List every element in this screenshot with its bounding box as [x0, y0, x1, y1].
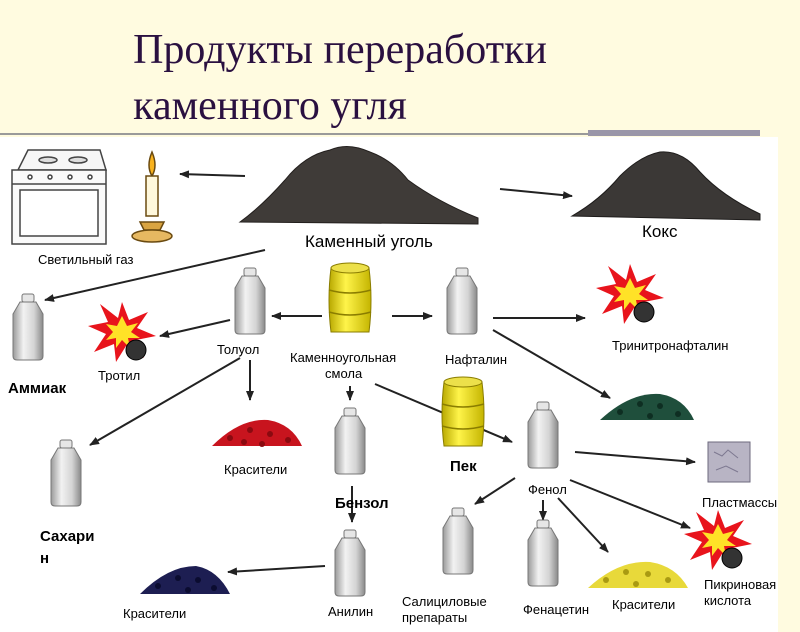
title-line-2: каменного угля — [133, 83, 407, 129]
label-coke: Кокс — [642, 222, 678, 241]
label-pitch: Пек — [450, 458, 477, 475]
ammonia-bottle — [12, 293, 44, 361]
label-benzene: Бензол — [335, 495, 389, 512]
label-salicyl-1: Салициловые — [402, 594, 487, 609]
salicyl-bottle — [442, 507, 474, 575]
label-salicyl-2: препараты — [402, 610, 468, 625]
gas-stove — [11, 149, 108, 245]
title-line-1: Продукты переработки — [133, 27, 547, 73]
label-picric-1: Пикриновая — [704, 577, 777, 592]
label-naphthalene: Нафталин — [445, 352, 508, 367]
label-saccharin-2: н — [40, 550, 50, 567]
dye-pile-navy — [140, 566, 230, 594]
trotyl-explosion — [87, 301, 157, 363]
label-trinitronaphthalene: Тринитронафталин — [612, 338, 729, 353]
label-coal-tar-2: смола — [325, 366, 363, 381]
coal-pile — [238, 146, 479, 225]
gas-lamp — [131, 150, 173, 243]
label-saccharin-1: Сахари — [40, 528, 95, 545]
title-divider-accent — [588, 130, 760, 136]
label-dyes-phenol: Красители — [612, 597, 676, 612]
pitch-barrel — [441, 376, 485, 447]
label-coal-tar-1: Каменноугольная — [290, 350, 397, 365]
label-ammonia: Аммиак — [8, 380, 67, 397]
title-divider — [0, 133, 590, 135]
label-trotyl: Тротил — [98, 368, 141, 383]
label-light-gas: Светильный газ — [38, 252, 134, 267]
naphthalene-bottle — [446, 267, 478, 335]
picric-acid-explosion — [683, 509, 753, 571]
plastics-sample — [707, 441, 751, 483]
toluene-bottle — [234, 267, 266, 335]
label-picric-2: кислота — [704, 593, 752, 608]
coke-pile — [570, 151, 761, 221]
label-phenol: Фенол — [528, 482, 567, 497]
label-plastics: Пластмассы — [702, 495, 778, 510]
dye-pile-yellow — [588, 561, 688, 588]
saccharin-bottle — [50, 439, 82, 507]
trinitronaphthalene-explosion — [595, 263, 665, 325]
label-toluene: Толуол — [217, 342, 260, 357]
label-phenacetin: Фенацетин — [523, 602, 590, 617]
phenacetin-bottle — [527, 519, 559, 587]
label-dyes-toluene: Красители — [224, 462, 288, 477]
dye-pile-green — [600, 393, 694, 420]
dye-pile-red — [212, 419, 302, 447]
label-dyes-aniline: Красители — [123, 606, 187, 621]
coal-tar-barrel — [328, 262, 372, 333]
process-arrows — [44, 170, 696, 576]
aniline-bottle — [334, 529, 366, 597]
label-aniline: Анилин — [328, 604, 374, 619]
benzene-bottle — [334, 407, 366, 475]
label-coal: Каменный уголь — [305, 232, 433, 251]
phenol-bottle — [527, 401, 559, 469]
